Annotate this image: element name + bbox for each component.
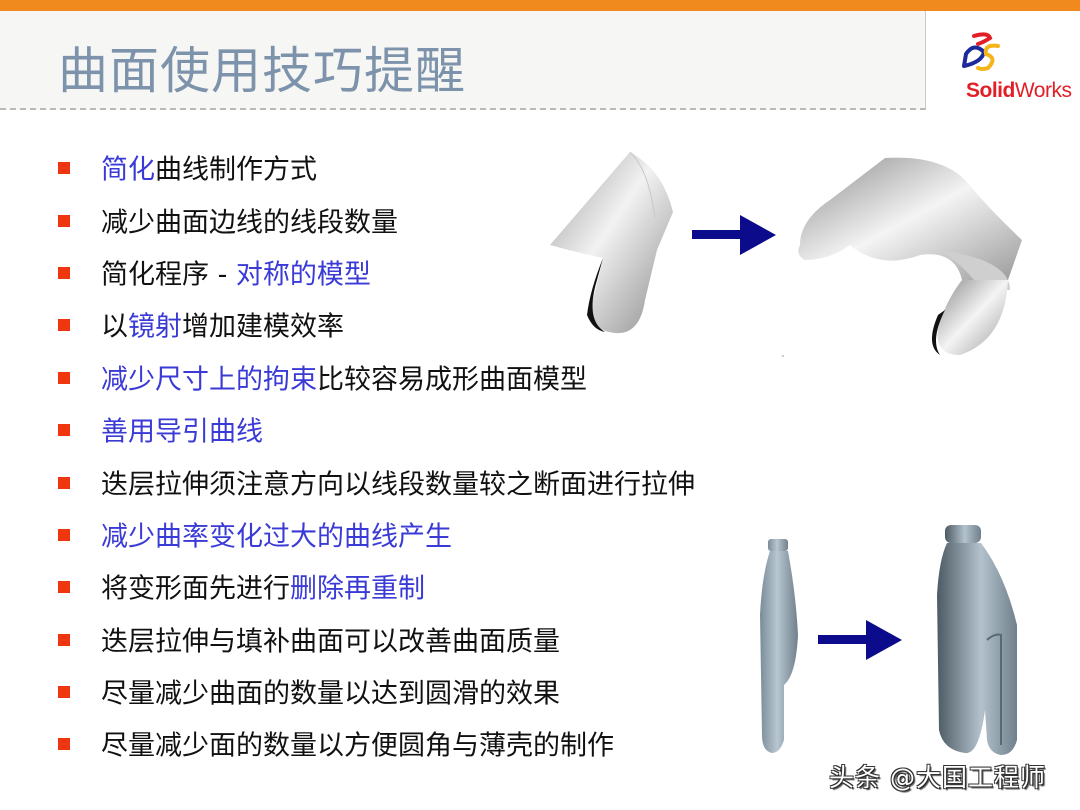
bullet-item: 将变形面先进行删除再重制: [58, 561, 778, 613]
watermark: 头条 @大国工程师: [829, 763, 1046, 792]
bullet-text: 迭层拉伸须注意方向以线段数量较之断面进行拉伸: [101, 462, 695, 501]
logo-wordmark: SolidWorks: [966, 78, 1072, 104]
text-segment: 简化程序 -: [101, 259, 236, 291]
highlighted-text: 镜射: [128, 312, 182, 344]
bullet-text: 善用导引曲线: [101, 410, 263, 449]
highlighted-text: 减少尺寸上的拘束: [101, 364, 317, 396]
title-band: 曲面使用技巧提醒: [0, 11, 926, 110]
bullet-text: 迭层拉伸与填补曲面可以改善曲面质量: [101, 619, 560, 658]
arrow-right-icon: [692, 215, 776, 255]
highlighted-text: 减少曲率变化过大的曲线产生: [101, 521, 452, 553]
bullet-item: 减少曲率变化过大的曲线产生: [58, 509, 778, 561]
3ds-logo-icon: [962, 32, 1000, 71]
bullet-text: 以镜射增加建模效率: [101, 305, 344, 344]
square-bullet-icon: [58, 686, 70, 699]
square-bullet-icon: [58, 319, 70, 332]
highlighted-text: 善用导引曲线: [101, 416, 263, 448]
highlighted-text: 简化: [101, 154, 155, 186]
bullet-item: 迭层拉伸须注意方向以线段数量较之断面进行拉伸: [58, 456, 778, 508]
text-segment: 尽量减少曲面的数量以达到圆滑的效果: [101, 678, 560, 710]
square-bullet-icon: [58, 476, 70, 489]
square-bullet-icon: [58, 424, 70, 437]
bullet-item: 简化曲线制作方式: [58, 142, 778, 194]
slide-title: 曲面使用技巧提醒: [58, 42, 466, 100]
highlighted-text: 对称的模型: [235, 259, 371, 291]
bullet-text: 简化程序 - 对称的模型: [101, 253, 371, 292]
square-bullet-icon: [58, 528, 70, 541]
stray-dot: [782, 355, 784, 357]
multi-lobe-bottle-body-image: [937, 525, 1017, 755]
highlighted-text: 删除再重制: [290, 574, 425, 606]
bullet-item: 善用导引曲线: [58, 404, 778, 456]
square-bullet-icon: [58, 266, 70, 279]
text-segment: 迭层拉伸与填补曲面可以改善曲面质量: [101, 626, 560, 658]
text-segment: 迭层拉伸须注意方向以线段数量较之断面进行拉伸: [101, 469, 695, 501]
bullet-text: 尽量减少面的数量以方便圆角与薄壳的制作: [101, 724, 614, 763]
text-segment: 比较容易成形曲面模型: [317, 364, 587, 396]
tips-bullet-list: 简化曲线制作方式减少曲面边线的线段数量简化程序 - 对称的模型以镜射增加建模效率…: [58, 142, 778, 771]
logo-wordmark-regular: Works: [1014, 79, 1072, 102]
bullet-item: 迭层拉伸与填补曲面可以改善曲面质量: [58, 614, 778, 666]
solidworks-logo: SolidWorks: [944, 28, 1072, 108]
bullet-text: 将变形面先进行删除再重制: [101, 567, 425, 606]
square-bullet-icon: [58, 581, 70, 594]
square-bullet-icon: [58, 162, 70, 175]
bullet-text: 减少曲面边线的线段数量: [101, 200, 398, 239]
text-segment: 将变形面先进行: [101, 574, 290, 606]
arrow-right-icon: [818, 620, 902, 660]
text-segment: 减少曲面边线的线段数量: [101, 207, 398, 239]
bullet-item: 简化程序 - 对称的模型: [58, 247, 778, 299]
text-segment: 以: [101, 312, 128, 344]
square-bullet-icon: [58, 633, 70, 646]
bullet-text: 简化曲线制作方式: [101, 148, 317, 187]
bullet-text: 减少尺寸上的拘束比较容易成形曲面模型: [101, 357, 587, 396]
text-segment: 增加建模效率: [182, 312, 344, 344]
mirrored-surface-model-image: [798, 157, 1022, 355]
square-bullet-icon: [58, 214, 70, 227]
half-surface-model-image: [550, 151, 673, 334]
bullet-item: 尽量减少面的数量以方便圆角与薄壳的制作: [58, 718, 778, 770]
text-segment: 尽量减少面的数量以方便圆角与薄壳的制作: [101, 731, 614, 763]
bullet-item: 以镜射增加建模效率: [58, 299, 778, 351]
bullet-item: 尽量减少曲面的数量以达到圆滑的效果: [58, 666, 778, 718]
logo-wordmark-bold: Solid: [966, 79, 1015, 102]
square-bullet-icon: [58, 371, 70, 384]
bullet-item: 减少尺寸上的拘束比较容易成形曲面模型: [58, 352, 778, 404]
bullet-item: 减少曲面边线的线段数量: [58, 194, 778, 246]
single-bottle-body-image: [760, 539, 798, 753]
square-bullet-icon: [58, 738, 70, 751]
bullet-text: 尽量减少曲面的数量以达到圆滑的效果: [101, 672, 560, 711]
top-accent-strip: [0, 0, 1080, 11]
text-segment: 曲线制作方式: [155, 154, 317, 186]
bullet-text: 减少曲率变化过大的曲线产生: [101, 515, 452, 554]
